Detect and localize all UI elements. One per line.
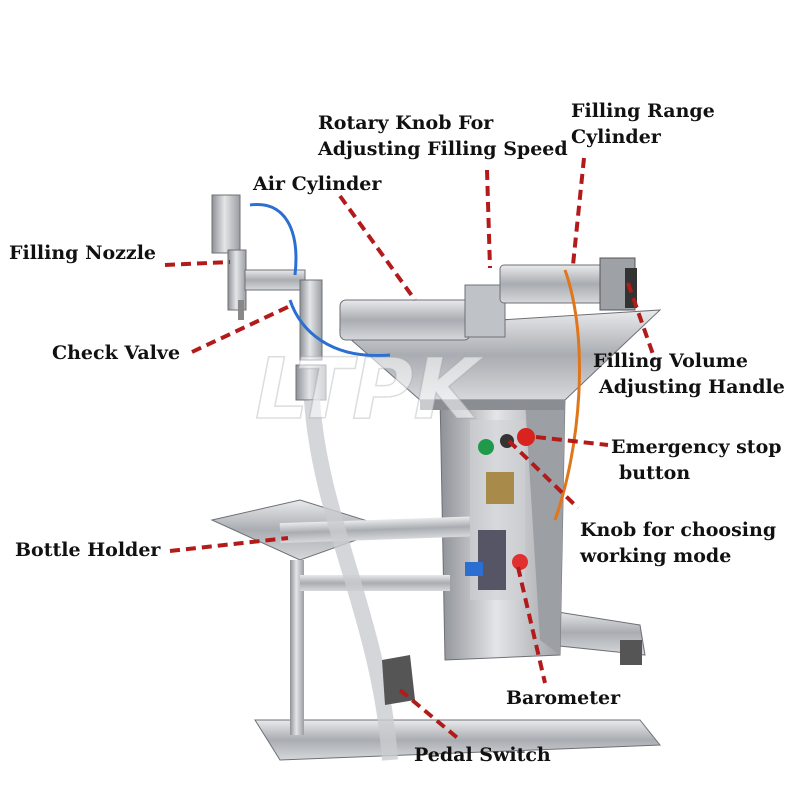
leader-lines <box>164 157 657 742</box>
leader-mode-knob <box>507 439 580 510</box>
leader-bottle-holder <box>169 536 289 553</box>
label-filling-range-line2: Cylinder <box>571 126 661 148</box>
label-filling-nozzle: Filling Nozzle <box>9 242 156 264</box>
leader-check-valve <box>191 303 293 354</box>
leader-barometer <box>516 566 547 684</box>
label-volume-handle-line2: Adjusting Handle <box>599 376 785 398</box>
label-rotary-knob-line1: Rotary Knob For <box>318 112 494 134</box>
base-frame <box>254 609 662 761</box>
leader-filling-nozzle <box>164 260 231 267</box>
label-mode-knob-line1: Knob for choosing <box>580 519 777 541</box>
leader-air-cylinder <box>338 194 417 302</box>
leader-pedal-switch <box>398 688 462 742</box>
label-bottle-holder: Bottle Holder <box>15 539 161 561</box>
label-rotary-knob: Rotary Knob For Adjusting Filling Speed <box>318 110 568 162</box>
label-pedal-switch: Pedal Switch <box>414 744 551 766</box>
label-emergency-line2: button <box>619 462 691 484</box>
leader-volume-handle <box>626 282 657 361</box>
hoses <box>249 202 581 761</box>
label-air-cylinder: Air Cylinder <box>253 173 382 195</box>
label-volume-handle: Filling Volume Adjusting Handle <box>593 348 785 400</box>
label-check-valve: Check Valve <box>52 342 181 364</box>
label-volume-handle-line1: Filling Volume <box>593 350 748 372</box>
leader-emergency <box>535 435 609 447</box>
bottle-holder-shape <box>210 499 471 735</box>
leader-filling-range <box>571 157 586 266</box>
label-emergency-line1: Emergency stop <box>611 436 782 458</box>
label-rotary-knob-line2: Adjusting Filling Speed <box>318 138 568 160</box>
label-filling-range: Filling Range Cylinder <box>571 98 715 150</box>
label-emergency-stop: Emergency stop button <box>611 434 782 486</box>
watermark: LTPK <box>255 340 484 438</box>
leader-rotary-knob <box>485 169 492 269</box>
label-mode-knob-line2: working mode <box>580 545 732 567</box>
pedal-switch-shape <box>382 655 415 705</box>
control-panel <box>465 420 535 600</box>
label-filling-range-line1: Filling Range <box>571 100 715 122</box>
label-mode-knob: Knob for choosing working mode <box>580 517 776 569</box>
label-barometer: Barometer <box>506 687 621 709</box>
